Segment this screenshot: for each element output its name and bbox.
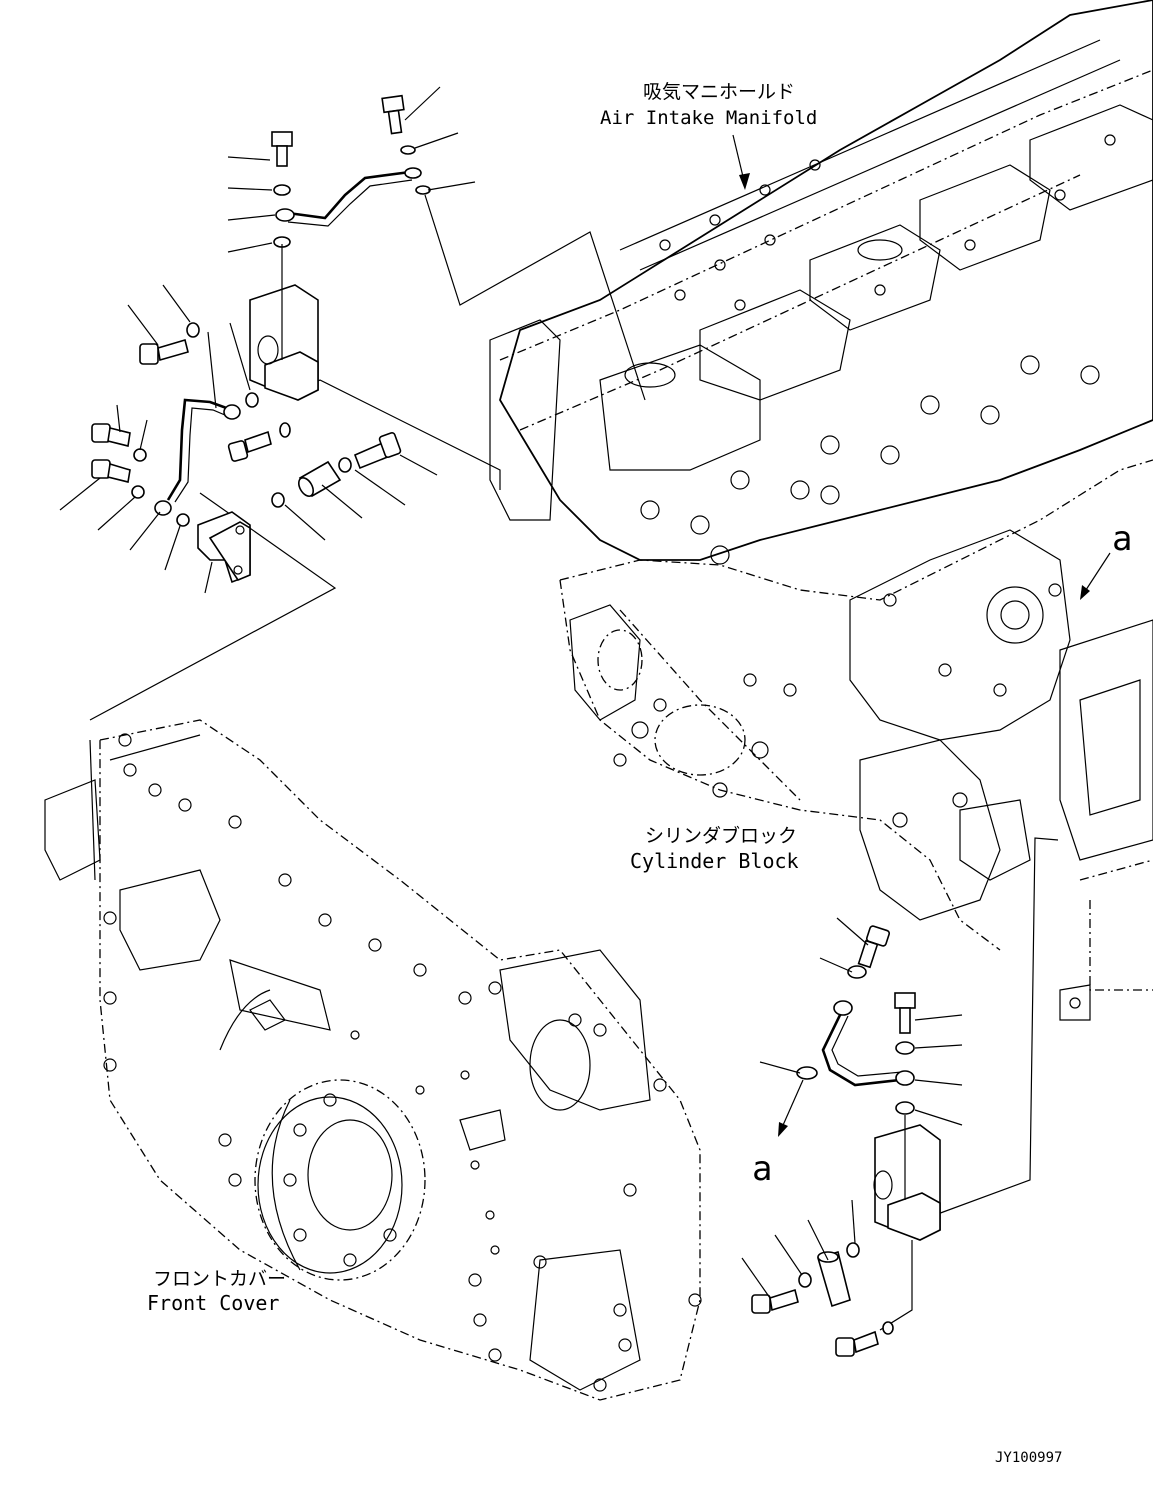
banjo-bolt-lower-right bbox=[894, 992, 916, 1034]
bolt-center bbox=[227, 430, 272, 462]
drawing-number: JY100997 bbox=[995, 1450, 1062, 1466]
reference-a-upper: a bbox=[1112, 519, 1132, 559]
front-cover-label-en: Front Cover bbox=[147, 1291, 279, 1315]
banjo-fitting bbox=[275, 208, 295, 222]
front-cover-bolts bbox=[103, 733, 702, 1392]
air-intake-label-jp: 吸気マニホールド bbox=[643, 81, 795, 103]
washer bbox=[273, 184, 291, 196]
front-cover bbox=[44, 719, 702, 1401]
banjo-bolt-lower-left bbox=[857, 925, 891, 969]
front-cover-label-jp: フロントカバー bbox=[153, 1268, 286, 1290]
label-front-cover: フロントカバー Front Cover bbox=[147, 1268, 286, 1315]
leader-lines-upper bbox=[59, 86, 476, 594]
reference-a-lower: a bbox=[752, 1149, 772, 1189]
leader-lines-lower bbox=[741, 917, 963, 1299]
cylinder-block-label-en: Cylinder Block bbox=[630, 849, 799, 873]
washer bbox=[796, 1066, 818, 1080]
callout-arrows bbox=[732, 134, 1111, 1137]
label-air-intake-manifold: 吸気マニホールド Air Intake Manifold bbox=[600, 81, 817, 129]
adapter-lower bbox=[817, 1250, 851, 1308]
air-intake-label-en: Air Intake Manifold bbox=[600, 107, 817, 129]
bolt-lower-bottom bbox=[835, 1330, 879, 1357]
upper-tube-assembly bbox=[59, 86, 646, 721]
air-intake-manifold bbox=[489, 0, 1153, 565]
manifold-bolts bbox=[659, 134, 1116, 311]
cylinder-block-label-jp: シリンダブロック bbox=[645, 824, 797, 847]
banjo-bolt-right bbox=[381, 94, 405, 135]
front-cover-holes bbox=[350, 1030, 500, 1255]
washer bbox=[415, 185, 431, 195]
bolt-stack-left bbox=[91, 423, 131, 483]
banjo-fitting bbox=[404, 167, 422, 179]
cylinder-head-bores bbox=[640, 355, 1100, 565]
bracket-lower-left bbox=[197, 511, 251, 584]
washer bbox=[400, 145, 416, 155]
mounting-block-upper bbox=[249, 244, 319, 401]
crank-pulley bbox=[254, 1079, 426, 1281]
bolt-lower-left bbox=[751, 1288, 799, 1314]
cylinder-block bbox=[559, 459, 1153, 1021]
lower-tube-assembly bbox=[741, 837, 1059, 1357]
mounting-block-lower bbox=[873, 1115, 941, 1241]
bolt-right-upper bbox=[353, 431, 402, 470]
banjo-bolt-left bbox=[271, 131, 293, 167]
bolt-mid-left bbox=[139, 338, 189, 365]
adapter-fitting bbox=[297, 460, 342, 498]
label-cylinder-block: シリンダブロック Cylinder Block bbox=[630, 824, 799, 873]
